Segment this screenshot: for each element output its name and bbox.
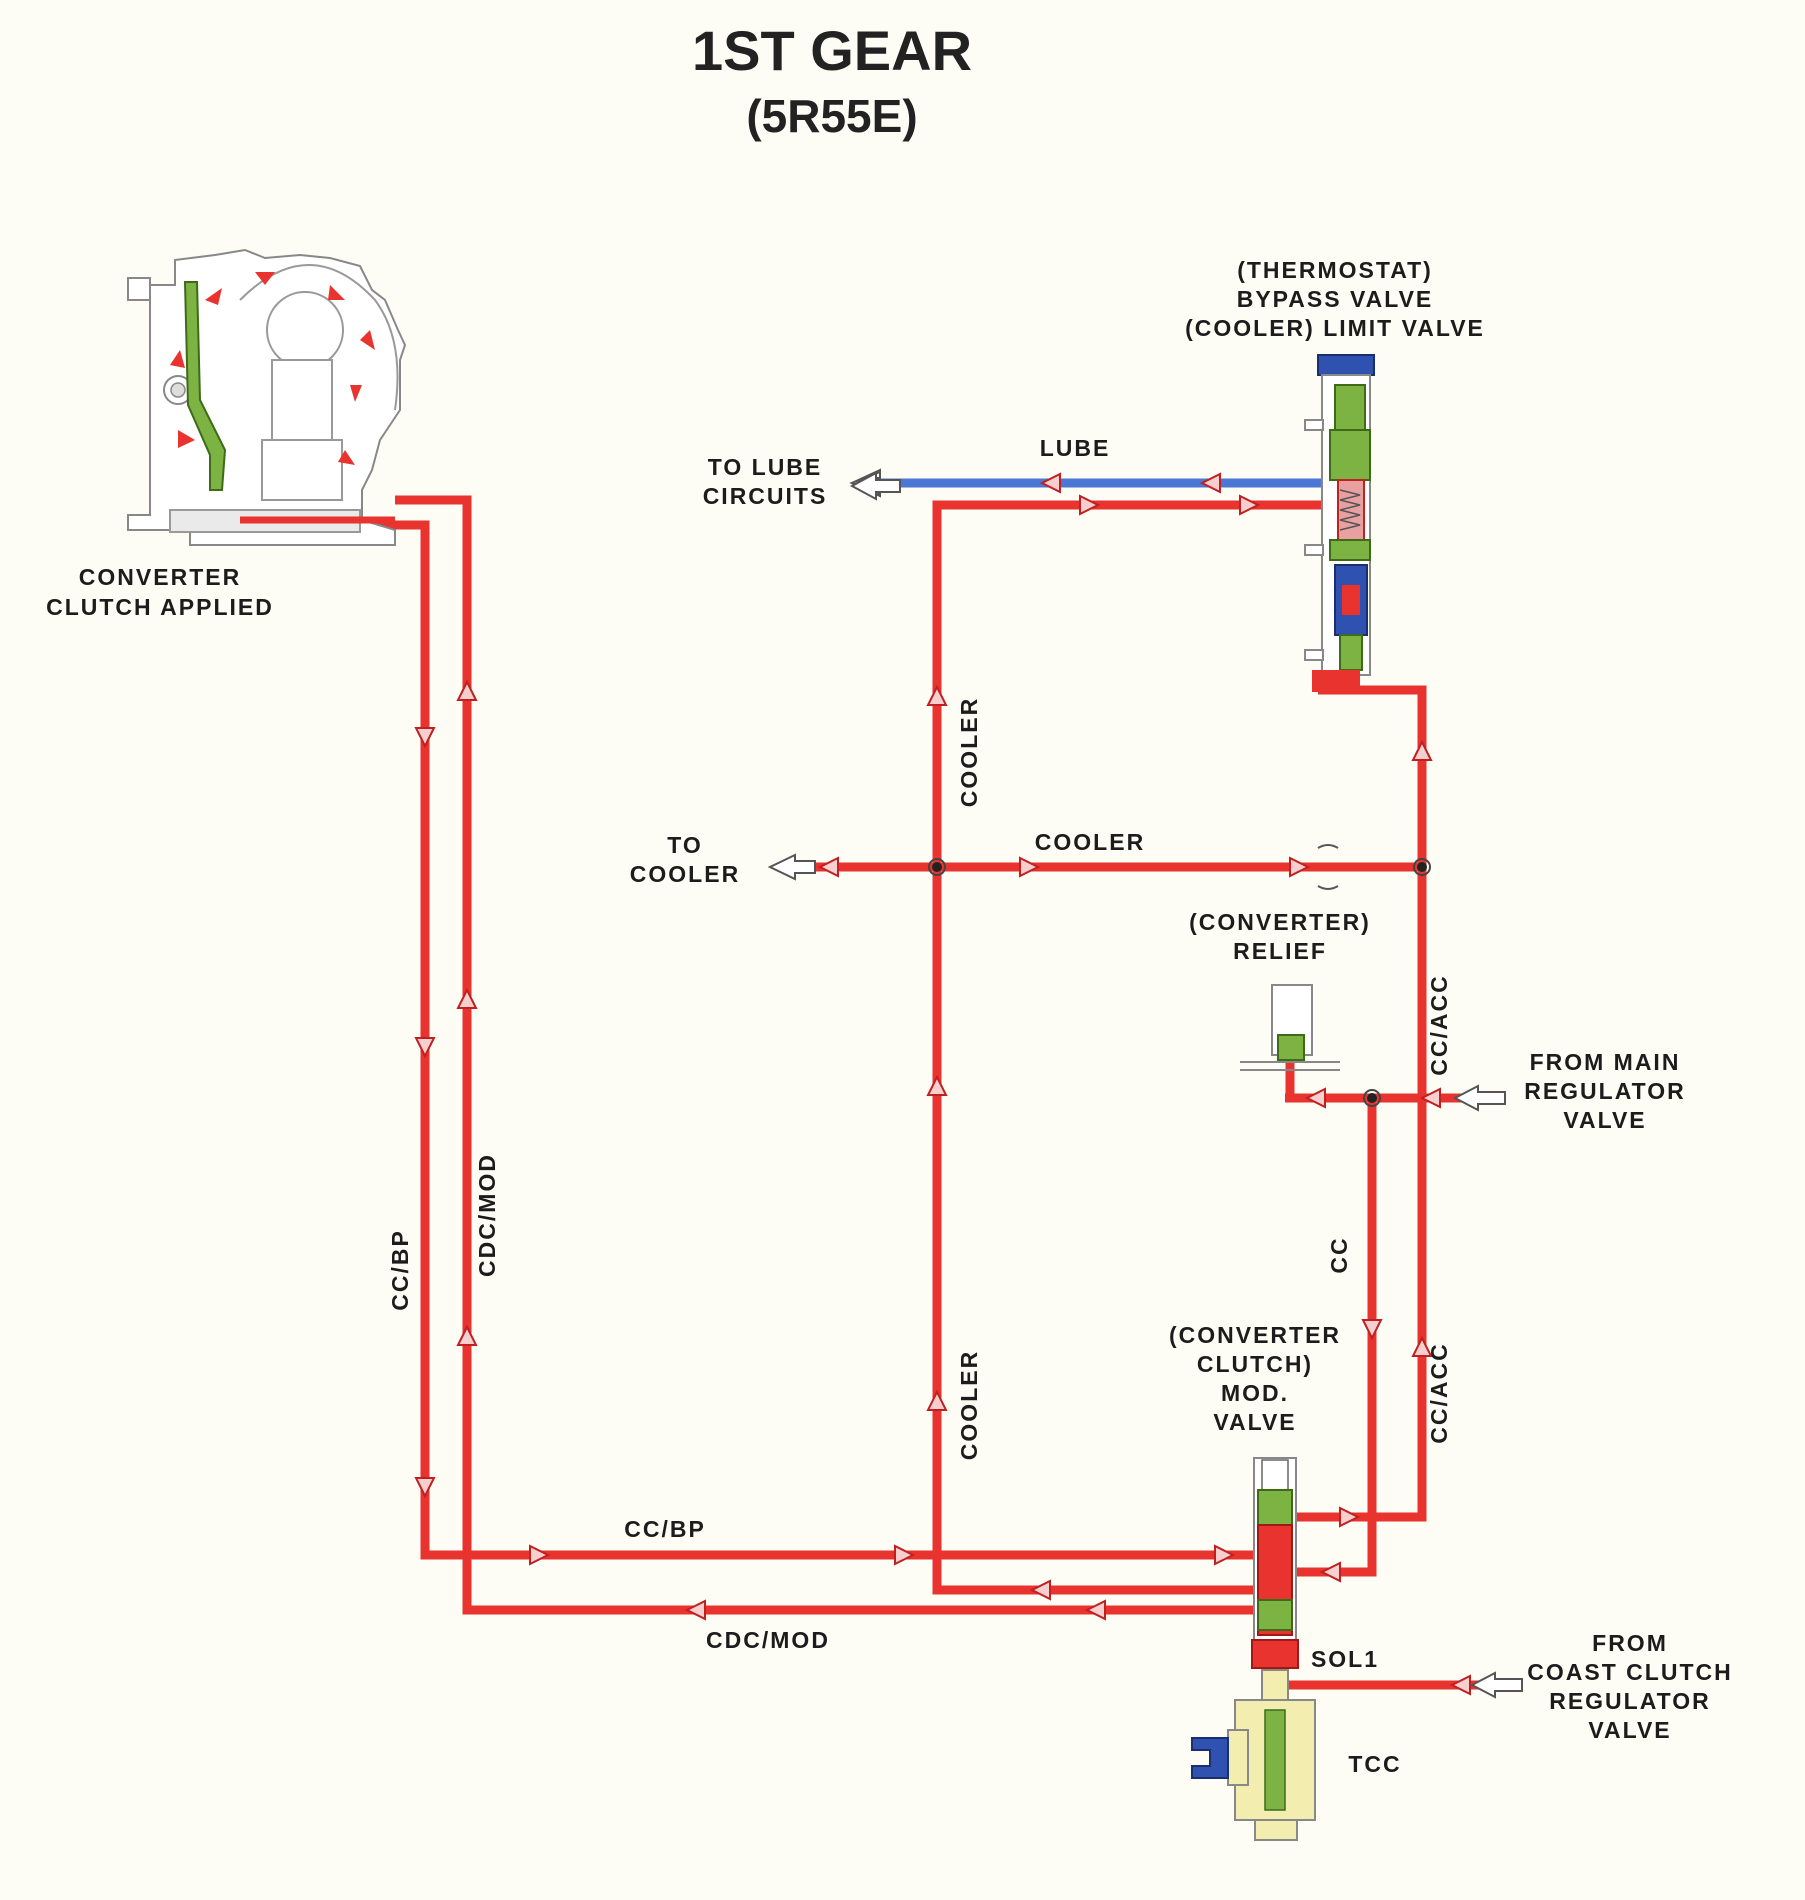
destination-arrows <box>767 470 1523 1699</box>
from-main-label-line1: FROM MAIN <box>1530 1049 1681 1075</box>
lube-line-label: LUBE <box>1040 435 1111 461</box>
relief-valve <box>1240 984 1340 1071</box>
to-lube-label-line2: CIRCUITS <box>703 483 828 509</box>
cooler-v2-label: COOLER <box>956 1350 982 1460</box>
converter-label-line2: CLUTCH APPLIED <box>46 594 274 620</box>
to-cooler-arrow <box>767 853 816 881</box>
ccbp-h-label: CC/BP <box>624 1516 706 1542</box>
cc-line <box>1290 1098 1377 1577</box>
lube-line <box>849 468 1340 498</box>
mod-valve <box>1251 1457 1299 1669</box>
sol1-feed-line <box>1270 1670 1485 1690</box>
clutch-plate <box>183 281 227 491</box>
ccacc-2-label: CC/ACC <box>1426 1342 1452 1443</box>
ccacc-line <box>1290 685 1427 1522</box>
from-coast-label-line1: FROM <box>1592 1630 1668 1656</box>
relief-label-line1: (CONVERTER) <box>1189 909 1371 935</box>
diagram-subtitle: (5R55E) <box>746 90 917 142</box>
from-main-arrow <box>1452 1084 1506 1112</box>
ccbp-v-label: CC/BP <box>387 1229 413 1311</box>
bypass-valve-label-line3: (COOLER) LIMIT VALVE <box>1185 315 1485 341</box>
tcc-solenoid <box>1191 1669 1316 1841</box>
mod-valve-label-line4: VALVE <box>1213 1409 1296 1435</box>
ccacc-1-label: CC/ACC <box>1426 974 1452 1075</box>
to-lube-arrow <box>849 471 901 501</box>
from-coast-label-line2: COAST CLUTCH <box>1527 1659 1732 1685</box>
cooler-return-line <box>932 500 1350 1595</box>
bypass-valve-label-line1: (THERMOSTAT) <box>1237 257 1433 283</box>
junctions <box>928 858 1431 1107</box>
mod-valve-label-line2: CLUTCH) <box>1197 1351 1313 1377</box>
from-coast-label-line4: VALVE <box>1588 1717 1671 1743</box>
orifice <box>1317 844 1339 890</box>
cooler-v1-label: COOLER <box>956 697 982 807</box>
sol1-label: SOL1 <box>1311 1646 1379 1672</box>
mod-valve-label-line1: (CONVERTER <box>1169 1322 1341 1348</box>
torque-converter <box>127 248 407 546</box>
cdcmod-line <box>395 495 1255 1615</box>
to-lube-label-line1: TO LUBE <box>708 454 823 480</box>
converter-label-line1: CONVERTER <box>79 564 241 590</box>
mod-valve-label-line3: MOD. <box>1221 1380 1289 1406</box>
relief-label-line2: RELIEF <box>1233 938 1327 964</box>
pressure-lines <box>240 495 1485 1690</box>
from-main-label-line2: REGULATOR <box>1524 1078 1686 1104</box>
relief-line <box>1285 1050 1372 1103</box>
flow-arrows <box>414 472 1471 1696</box>
cooler-h-label: COOLER <box>1035 829 1145 855</box>
cc-label: CC <box>1326 1236 1352 1273</box>
from-coast-arrow <box>1469 1671 1523 1699</box>
ccbp-line <box>240 520 1255 1560</box>
from-coast-label-line3: REGULATOR <box>1549 1688 1711 1714</box>
diagram-title: 1ST GEAR <box>692 19 972 82</box>
bypass-valve <box>1304 354 1375 692</box>
tcc-label: TCC <box>1348 1751 1401 1777</box>
cdcmod-h-label: CDC/MOD <box>706 1627 830 1653</box>
to-cooler-label-line2: COOLER <box>630 861 740 887</box>
from-main-label-line3: VALVE <box>1563 1107 1646 1133</box>
cdcmod-v-label: CDC/MOD <box>474 1153 500 1277</box>
bypass-valve-label-line2: BYPASS VALVE <box>1237 286 1434 312</box>
to-cooler-label-line1: TO <box>667 832 703 858</box>
